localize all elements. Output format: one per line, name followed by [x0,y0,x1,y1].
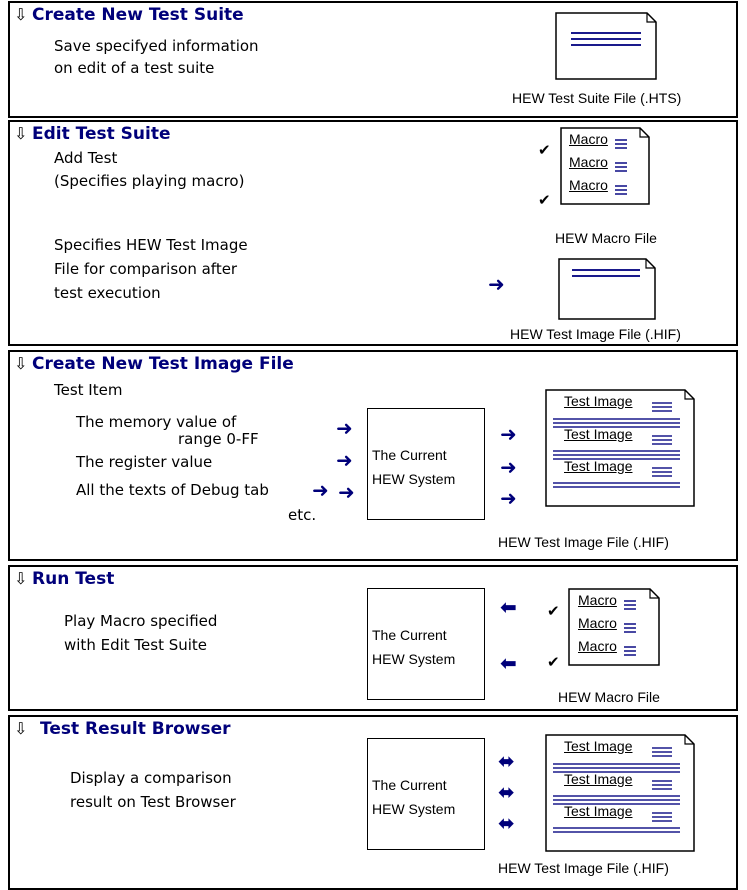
current-hew-system-box: The Current HEW System [367,738,485,850]
panel-title: ⇩Edit Test Suite [14,124,171,144]
outline-down-arrow-icon: ⇩ [14,354,28,373]
right-arrow-icon: ➜ [336,448,353,472]
system-label-line: HEW System [372,471,456,487]
description-line: Save specifyed information [54,37,259,55]
check-icon: ✔ [538,191,551,209]
current-hew-system-box: The Current HEW System [367,588,485,700]
macro-item: Macro [569,177,608,193]
test-image-file-icon [558,258,656,320]
panel-create-test-suite: ⇩Create New Test Suite Save specifyed in… [8,1,738,118]
file-caption: HEW Macro File [558,689,660,705]
panel-run-test: ⇩Run Test Play Macro specified with Edit… [8,565,738,711]
macro-file-icon: Macro Macro Macro [560,127,650,205]
description-line: The memory value of [76,413,237,431]
left-arrow-icon: ⬅ [500,651,517,675]
panel-create-test-image-file: ⇩Create New Test Image File Test Item Th… [8,350,738,561]
description-line: Test Item [54,381,123,399]
right-arrow-icon: ➜ [338,480,355,504]
bidirectional-arrow-icon: ⬌ [498,811,515,835]
system-label-line: The Current [372,447,447,463]
file-caption: HEW Test Image File (.HIF) [498,860,669,876]
macro-item: Macro [578,638,617,654]
test-image-item: Test Image [564,426,633,442]
macro-item: Macro [578,615,617,631]
description-line: on edit of a test suite [54,59,215,77]
system-label-line: HEW System [372,801,456,817]
description-line: Add Test [54,149,118,167]
description-line: Display a comparison [70,769,232,787]
bidirectional-arrow-icon: ⬌ [498,749,515,773]
right-arrow-icon: ➜ [500,422,517,446]
system-label-line: HEW System [372,651,456,667]
right-arrow-icon: ➜ [312,478,329,502]
description-line: (Specifies playing macro) [54,172,245,190]
outline-down-arrow-icon: ⇩ [14,124,28,143]
outline-down-arrow-icon: ⇩ [14,569,28,588]
left-arrow-icon: ⬅ [500,595,517,619]
system-label-line: The Current [372,627,447,643]
panel-title: ⇩Test Result Browser [14,719,231,739]
macro-item: Macro [569,154,608,170]
description-line: range 0-FF [178,430,259,448]
outline-down-arrow-icon: ⇩ [14,5,28,24]
description-line: All the texts of Debug tab [76,481,269,499]
check-icon: ✔ [547,653,560,671]
description-line: etc. [288,506,317,524]
panel-title: ⇩Run Test [14,569,115,589]
description-line: result on Test Browser [70,793,236,811]
test-image-item: Test Image [564,738,633,754]
bidirectional-arrow-icon: ⬌ [498,780,515,804]
description-line: test execution [54,284,161,302]
file-caption: HEW Test Image File (.HIF) [510,326,681,342]
panel-edit-test-suite: ⇩Edit Test Suite Add Test (Specifies pla… [8,120,738,346]
test-image-file-icon: Test Image Test Image Test Image [545,734,695,852]
description-line: The register value [76,453,213,471]
check-icon: ✔ [538,141,551,159]
description-line: with Edit Test Suite [64,636,208,654]
test-suite-file-icon [555,12,657,80]
test-image-item: Test Image [564,393,633,409]
right-arrow-icon: ➜ [500,455,517,479]
system-label-line: The Current [372,777,447,793]
right-arrow-icon: ➜ [500,486,517,510]
macro-file-icon: Macro Macro Macro [568,588,660,666]
panel-title: ⇩Create New Test Suite [14,5,244,25]
file-caption: HEW Test Suite File (.HTS) [512,90,682,106]
right-arrow-icon: ➜ [336,416,353,440]
description-line: File for comparison after [54,260,238,278]
panel-title: ⇩Create New Test Image File [14,354,294,374]
panel-test-result-browser: ⇩Test Result Browser Display a compariso… [8,715,738,890]
macro-item: Macro [578,592,617,608]
test-image-item: Test Image [564,458,633,474]
current-hew-system-box: The Current HEW System [367,408,485,520]
test-image-item: Test Image [564,771,633,787]
right-arrow-icon: ➜ [488,272,505,296]
outline-down-arrow-icon: ⇩ [14,719,28,738]
check-icon: ✔ [547,602,560,620]
test-image-file-icon: Test Image Test Image Test Image [545,389,695,507]
description-line: Play Macro specified [64,612,218,630]
description-line: Specifies HEW Test Image [54,236,248,254]
file-caption: HEW Test Image File (.HIF) [498,534,669,550]
macro-item: Macro [569,131,608,147]
test-image-item: Test Image [564,803,633,819]
file-caption: HEW Macro File [555,230,657,246]
